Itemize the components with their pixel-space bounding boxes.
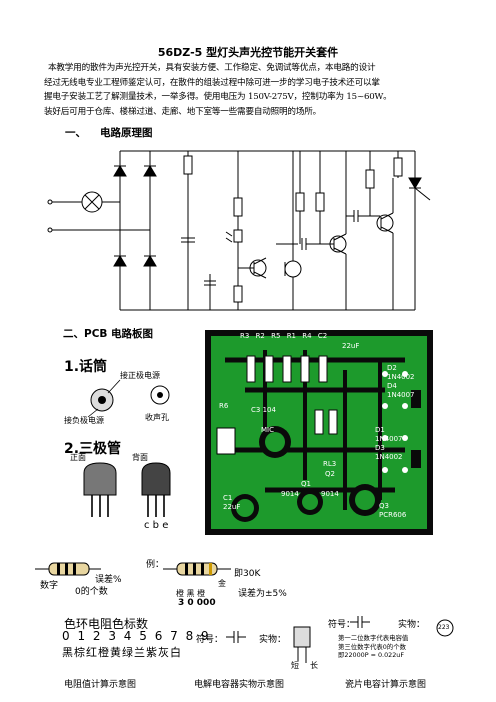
elec-cap-real-label: 实物： [259, 635, 287, 645]
elec-cap-diagram [226, 626, 311, 663]
mic-neg-label: 接负极电源 [64, 416, 104, 425]
intro-line: 握电子安装工艺了解测量技术，一举多得。使用电压为 150V-275V，控制功率为… [44, 92, 392, 103]
pcb-c2-value: 22uF [342, 342, 360, 350]
ceramic-cap-diagram [350, 616, 454, 637]
transistor-front-diagram [83, 462, 117, 496]
mic-pos-label: 接正极电源 [120, 371, 160, 380]
color-code-digits: 0 1 2 3 4 5 6 7 8 9 [62, 629, 211, 643]
component-legend [83, 379, 171, 517]
color-code-title: 色环电阻色标数 [64, 617, 149, 631]
pcb-c3: C3 104 [251, 406, 276, 414]
transistor-title: 2.三极管 [64, 441, 122, 457]
transistor-back-label: 背面 [132, 453, 148, 462]
res-zeros-label: 0的个数 [75, 587, 108, 597]
res-digits-label: 数字 [40, 581, 59, 591]
electrolytic-caption: 电解电容器实物示意图 [194, 680, 285, 690]
document-title: 56DZ-5 型灯头声光控节能开关套件 [157, 46, 339, 59]
pcb-q1-type: 9014 [281, 490, 299, 498]
intro-line: 经过无线电专业工程师鉴定认可，在散件的组装过程中除可进一步的学习电子技术还可以掌 [44, 77, 380, 88]
resistor-diagrams [35, 562, 231, 576]
section2-title: 二、PCB 电路板图 [63, 328, 154, 340]
intro-line: 装好后可用于仓库、楼梯过道、走廊、地下室等一些需要自动照明的场所。 [44, 106, 321, 117]
section1-title: 电路原理图 [100, 127, 153, 139]
intro-paragraph: 本教学用的散件为声光控开关，具有安装方便、工作稳定、免调试等优点，本电路的设计 … [44, 61, 464, 119]
intro-line: 本教学用的散件为声光控开关，具有安装方便、工作稳定、免调试等优点，本电路的设计 [48, 63, 376, 73]
transistor-front-label: 正面 [70, 453, 86, 462]
transistor-pins: c b e [144, 520, 169, 531]
ceramic-cap-real-label: 实物： [398, 620, 426, 630]
pcb-q2: Q2 [325, 470, 335, 478]
mic-title: 1.话筒 [64, 359, 108, 375]
resistor-caption: 电阻值计算示意图 [64, 680, 137, 690]
pcb-mic: MIC [261, 426, 274, 434]
transistor-back-diagram [141, 462, 171, 496]
ceramic-caption: 瓷片电容计算示意图 [345, 680, 427, 690]
res-err2-label: 误差为±5% [238, 589, 287, 599]
res-nums-label: 3 0 000 [178, 598, 216, 608]
pcb-rl3: RL3 [323, 460, 337, 468]
res-err-label: 误差% [95, 575, 122, 585]
elec-cap-long: 长 [310, 661, 318, 670]
elec-cap-short: 短 [291, 661, 299, 670]
pcb-r6: R6 [219, 402, 229, 410]
res-value-label: 即30K [234, 569, 261, 579]
ceramic-cap-symbol-label: 符号： [328, 620, 356, 630]
res-colors-label: 橙 黑 橙 [176, 589, 206, 598]
mic-hole-label: 收声孔 [145, 413, 169, 422]
elec-cap-symbol-label: 符号： [196, 635, 224, 645]
res-gold-label: 金 [218, 579, 226, 588]
pcb-q2-type: 9014 [321, 490, 339, 498]
ceramic-cap-notes: 第一二位数字代表电容值 第三位数字代表0的个数 即22000P = 0.022u… [338, 634, 409, 659]
color-code-names: 黑棕红橙黄绿兰紫灰白 [62, 646, 182, 659]
circuit-schematic [47, 150, 431, 311]
pcb-q1: Q1 [301, 480, 311, 488]
pcb-labels-top: R3 R2 R5 R1 R4 C2 [240, 332, 328, 340]
section1-number: 一、 [65, 127, 86, 139]
res-example-label: 例： [146, 560, 165, 570]
ceramic-cap-code: 223 [438, 624, 450, 631]
